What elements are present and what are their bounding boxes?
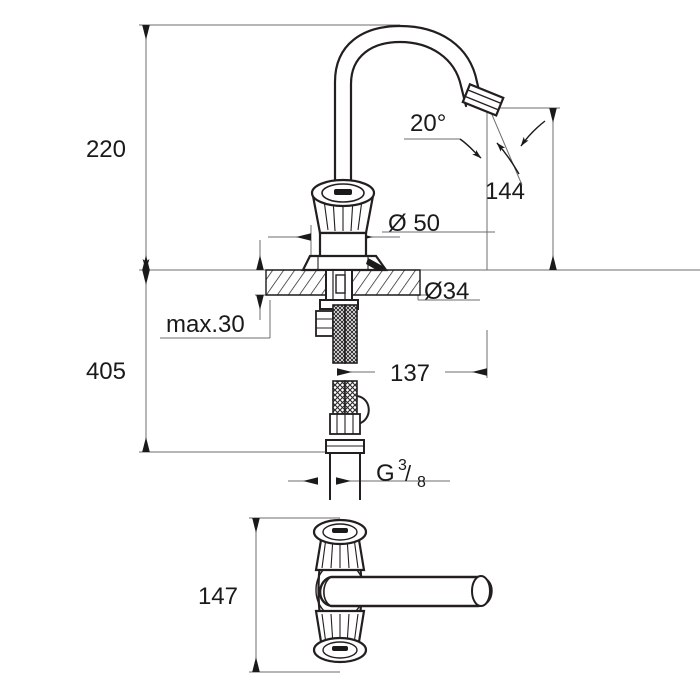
arrow-137-left — [337, 368, 352, 376]
arrow-137-right — [472, 368, 487, 376]
hose-couplings — [325, 413, 365, 454]
spout-assembly — [333, 24, 484, 198]
arrow-144-top — [549, 108, 557, 123]
column-shank — [318, 231, 368, 260]
dimension-220: 220 — [86, 25, 150, 271]
front-elevation-view: 220 405 144 137 — [86, 24, 700, 500]
dim-label-144: 144 — [485, 178, 525, 205]
angle-leader-left — [459, 138, 482, 159]
dimension-thread-g38: G 3 / 8 — [288, 457, 426, 491]
handle-knob-front — [310, 178, 376, 235]
arrow-g38-left — [303, 477, 318, 485]
arrow-d50-inleft — [296, 233, 311, 241]
dimension-144: 144 — [485, 108, 557, 270]
dimension-147: 147 — [198, 518, 260, 672]
tail-pipe — [329, 453, 361, 500]
arrow-147-top — [252, 518, 260, 533]
body-column — [301, 231, 389, 272]
arrow-147-bottom — [252, 657, 260, 672]
dimension-angle-20: 20° — [410, 102, 546, 270]
dim-label-220: 220 — [86, 136, 126, 163]
aerator — [461, 82, 505, 117]
dim-label-angle-20: 20° — [410, 110, 446, 137]
dim-label-137: 137 — [390, 360, 430, 387]
hose-braid-upper-right — [344, 304, 358, 364]
spout-inner-wall — [349, 40, 468, 198]
knob-index-slot — [334, 189, 352, 195]
dim-label-thread-slash: / — [405, 461, 412, 486]
aerator-groove-bottom — [464, 95, 499, 111]
angle-arrow-inner — [496, 142, 520, 175]
dim-137-text-mask — [375, 356, 445, 386]
arrow-405-bottom — [142, 437, 150, 452]
dimension-405: 405 — [86, 270, 150, 452]
aerator-groove-top — [467, 89, 502, 105]
arrow-220-top — [142, 25, 150, 40]
arrow-g38-right — [336, 477, 351, 485]
hose-braid-upper-left — [332, 304, 346, 364]
plan-knob-lower-slot — [332, 646, 348, 651]
plan-handle-lower — [312, 609, 368, 664]
arrow-220-bottom — [142, 255, 150, 270]
arrow-max30-bottom — [256, 295, 264, 310]
plan-extension-lines — [249, 517, 340, 673]
arrow-405-top — [142, 270, 150, 285]
dim-label-max30: max.30 — [166, 311, 245, 338]
dim-label-thread-g: G — [376, 460, 395, 487]
hose-clip — [356, 395, 370, 425]
plan-handle-upper — [312, 518, 368, 572]
top-plan-view: 147 — [198, 517, 493, 673]
dim-label-405: 405 — [86, 358, 126, 385]
angle-arrow-outer — [520, 120, 546, 147]
plan-spout — [318, 575, 493, 608]
arrow-max30-top — [256, 255, 264, 270]
dimension-max-30: max.30 — [166, 240, 264, 338]
dim-label-d50: Ø 50 — [388, 210, 440, 237]
dim-label-d34: Ø34 — [424, 278, 469, 305]
plan-spout-outlet — [471, 575, 491, 607]
arrow-144-bottom — [549, 255, 557, 270]
spout-outer-wall — [333, 24, 484, 198]
clip-hook — [356, 395, 370, 425]
escutcheon-base — [301, 254, 389, 272]
dimension-137: 137 — [337, 356, 487, 387]
flex-hose-upper — [332, 304, 358, 364]
plan-spout-tube — [318, 575, 493, 608]
dim-label-thread-denominator: 8 — [417, 474, 426, 491]
mounting-shank — [319, 269, 359, 310]
plan-knob-upper-slot — [332, 528, 348, 533]
plan-spout-root — [323, 576, 332, 607]
escutcheon-lug — [366, 258, 386, 271]
stub-nut-body — [315, 310, 334, 337]
dim-label-thread-numerator: 3 — [398, 457, 407, 474]
dim-label-147: 147 — [198, 583, 238, 610]
side-stub-nut — [315, 310, 334, 337]
shank-core — [335, 274, 346, 294]
